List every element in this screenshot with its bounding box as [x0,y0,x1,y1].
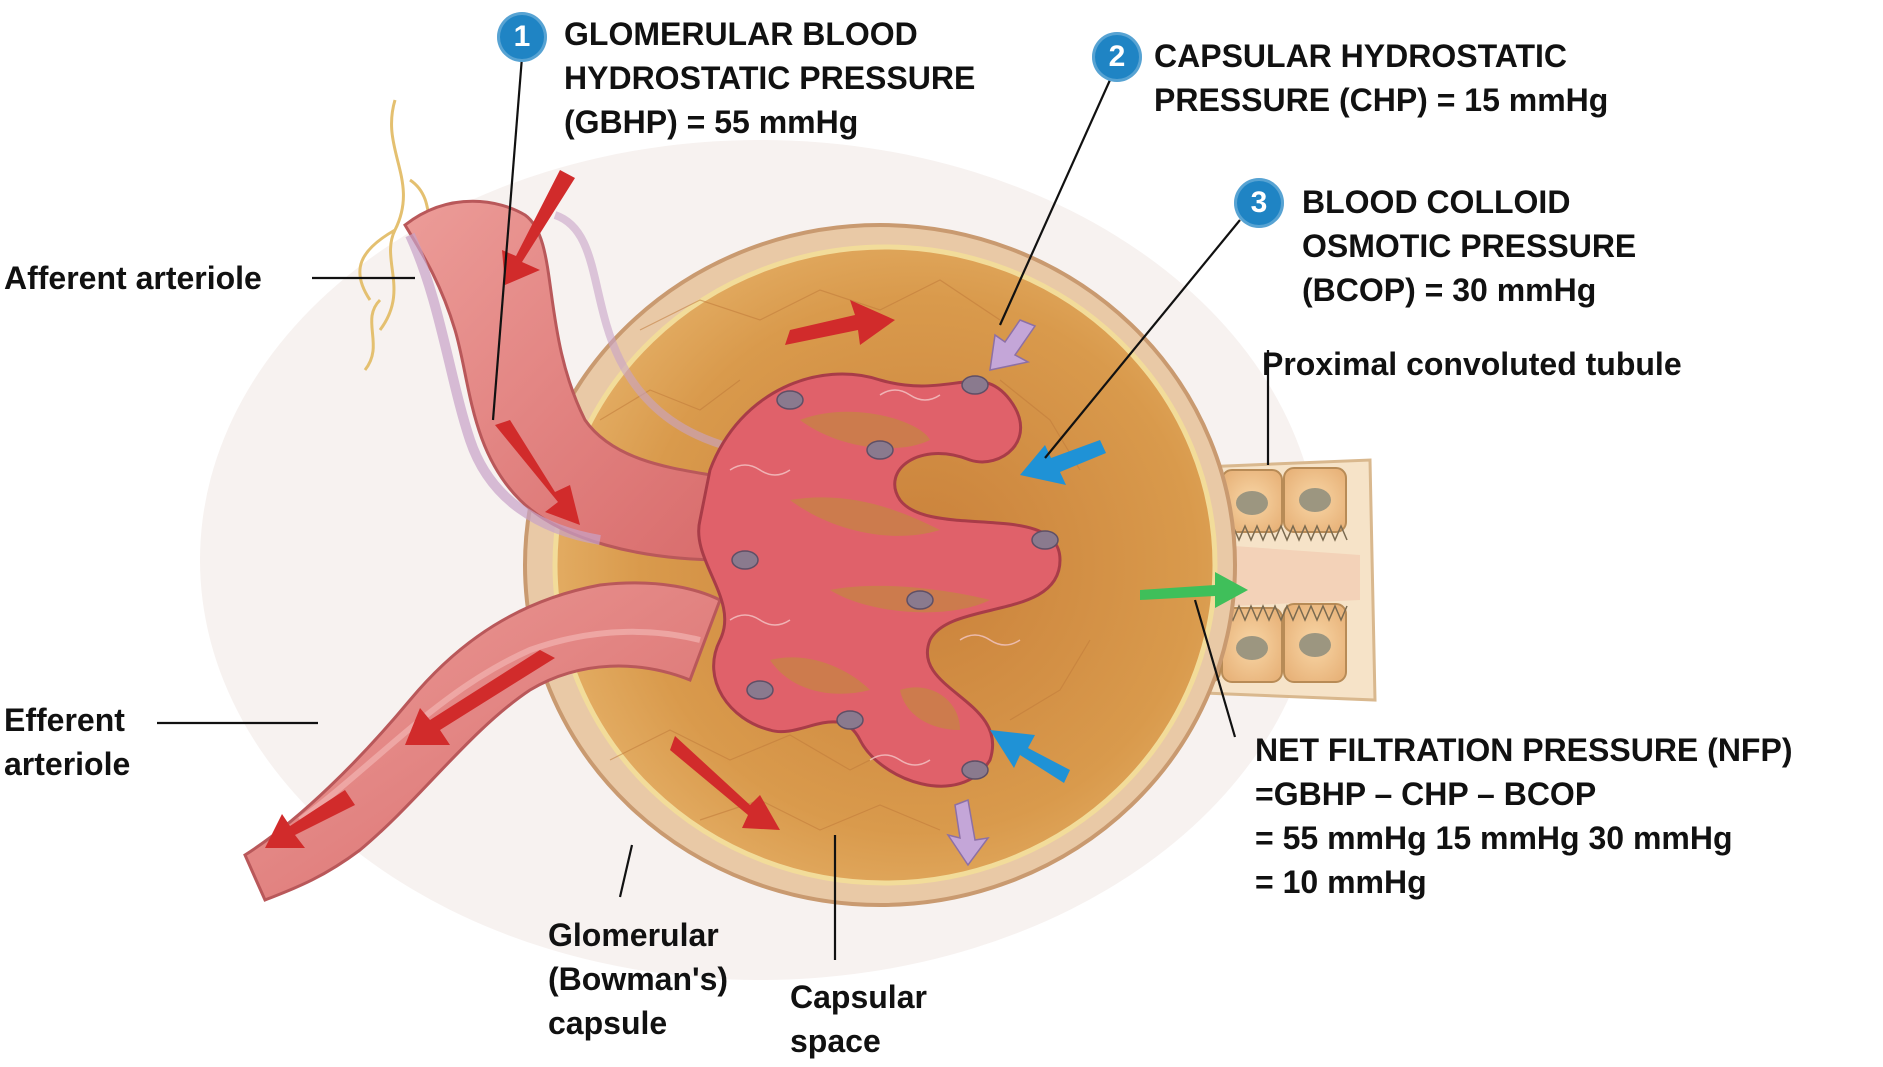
efferent-line-1: Efferent [4,698,130,742]
nfp-line-1: NET FILTRATION PRESSURE (NFP) [1255,728,1792,772]
badge-3: 3 [1234,178,1284,228]
bcop-line-1: BLOOD COLLOID [1302,180,1636,224]
badge-1: 1 [497,12,547,62]
chp-line-1: CAPSULAR HYDROSTATIC [1154,34,1608,78]
nfp-line-3: = 55 mmHg 15 mmHg 30 mmHg [1255,816,1792,860]
bowmans-capsule-label: Glomerular (Bowman's) capsule [548,913,728,1045]
bcop-label: BLOOD COLLOID OSMOTIC PRESSURE (BCOP) = … [1302,180,1636,312]
efferent-line-2: arteriole [4,742,130,786]
gbhp-line-3: (GBHP) = 55 mmHg [564,100,975,144]
badge-2: 2 [1092,32,1142,82]
nfp-line-2: =GBHP – CHP – BCOP [1255,772,1792,816]
space-line-2: space [790,1019,927,1063]
capsule-line-2: (Bowman's) [548,957,728,1001]
afferent-arteriole-label: Afferent arteriole [4,256,262,300]
capsular-space-label: Capsular space [790,975,927,1063]
efferent-arteriole-label: Efferent arteriole [4,698,130,786]
nfp-label: NET FILTRATION PRESSURE (NFP) =GBHP – CH… [1255,728,1792,904]
capsule-line-1: Glomerular [548,913,728,957]
gbhp-line-2: HYDROSTATIC PRESSURE [564,56,975,100]
bcop-line-3: (BCOP) = 30 mmHg [1302,268,1636,312]
nfp-line-4: = 10 mmHg [1255,860,1792,904]
chp-label: CAPSULAR HYDROSTATIC PRESSURE (CHP) = 15… [1154,34,1608,122]
chp-line-2: PRESSURE (CHP) = 15 mmHg [1154,78,1608,122]
gbhp-label: GLOMERULAR BLOOD HYDROSTATIC PRESSURE (G… [564,12,975,144]
pct-label: Proximal convoluted tubule [1262,342,1682,386]
gbhp-line-1: GLOMERULAR BLOOD [564,12,975,56]
capsule-line-3: capsule [548,1001,728,1045]
space-line-1: Capsular [790,975,927,1019]
bcop-line-2: OSMOTIC PRESSURE [1302,224,1636,268]
